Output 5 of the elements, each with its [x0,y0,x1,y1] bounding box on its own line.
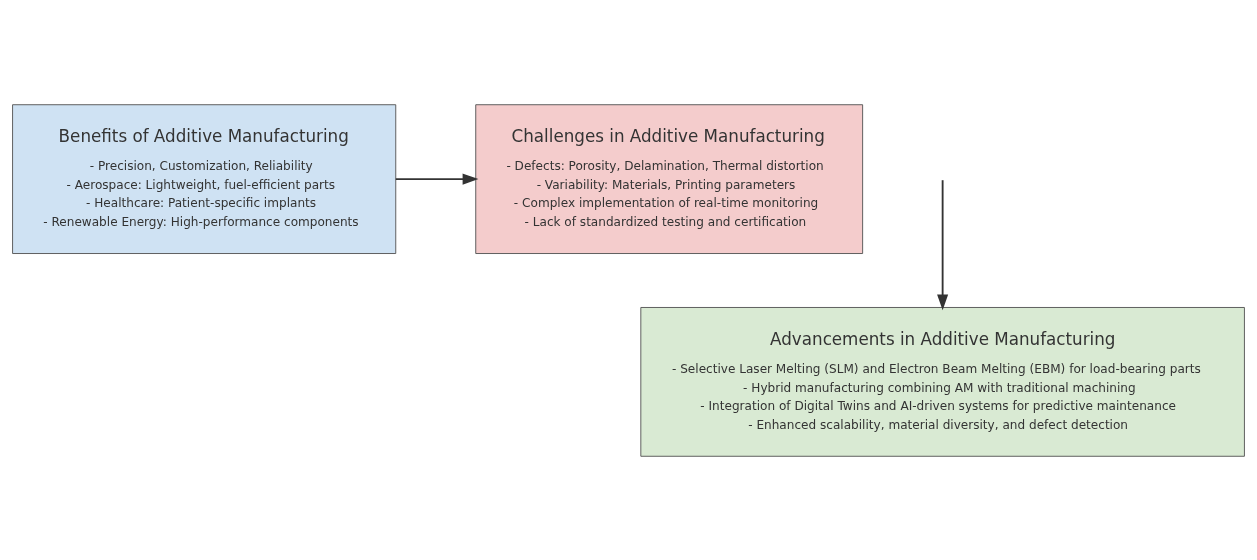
node-box: Advancements in Additive Manufacturing - Selective Laser Melting (SLM) and Electron Beam Melting (EBM) for load-bearing parts - Hybrid manufacturing combining AM with traditional machining - Integration of Digital Twins and AI-driven systems for predictive maintenance - Enhanced scalability, material diversity, and defect detection [640,306,1245,457]
arrow [394,173,479,185]
arrow [937,178,949,310]
node-box: Challenges in Additive Manufacturing - Defects: Porosity, Delamination, Thermal distortion - Variability: Materials, Printing parameters - Complex implementation of real-time monitoring - Lack of standardized testing and certification [475,103,864,254]
node-box: Benefits of Additive Manufacturing - Precision, Customization, Reliability - Aerospace: Lightweight, fuel-efficient parts - Healthcare: Patient-specific implants - Renewable Energy: High-performance components [12,103,397,254]
